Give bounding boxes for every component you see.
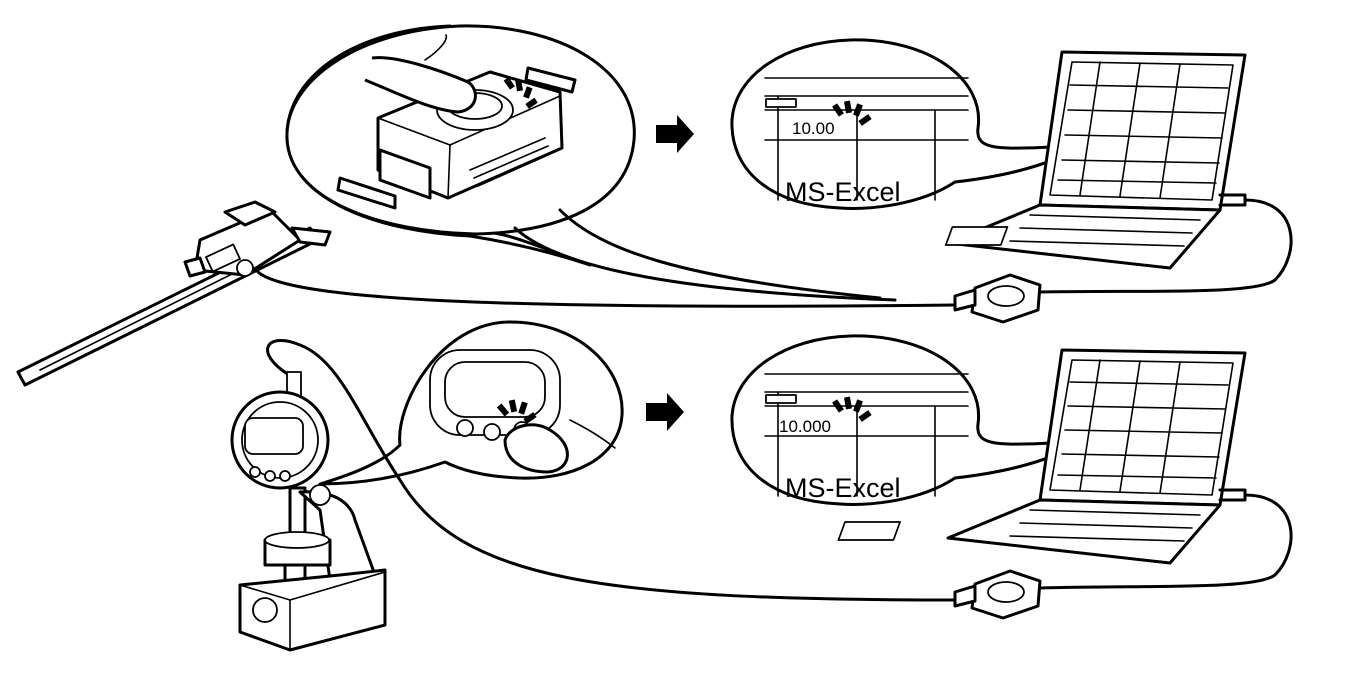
dial-indicator-stand [230, 339, 957, 652]
arrow-right-icon [646, 393, 684, 431]
cable-top-laptop [1038, 198, 1293, 294]
signal-marks-icon [832, 100, 872, 126]
usb-converter-top [953, 273, 1042, 324]
app-label-text: MS-Excel [785, 177, 901, 207]
signal-marks-icon [503, 77, 538, 109]
digital-caliper [16, 200, 957, 387]
signal-marks-icon [496, 399, 537, 424]
arrow-right-icon [656, 115, 694, 153]
laptop-top [944, 50, 1247, 270]
cell-value-text: 10.00 [792, 119, 835, 138]
excel-bubble-bottom: 10.000 MS-Excel [730, 334, 1088, 506]
signal-marks-icon [832, 396, 872, 422]
usb-converter-bottom [953, 569, 1042, 620]
cell-value-text: 10.000 [779, 417, 831, 436]
app-label-text: MS-Excel [785, 473, 901, 503]
excel-bubble-top: 10.00 MS-Excel [730, 38, 1088, 210]
usb-closeup-bubble [285, 24, 897, 302]
indicator-closeup-bubble [318, 320, 624, 486]
cable-bottom-laptop [1038, 493, 1293, 590]
laptop-bottom [837, 348, 1247, 565]
